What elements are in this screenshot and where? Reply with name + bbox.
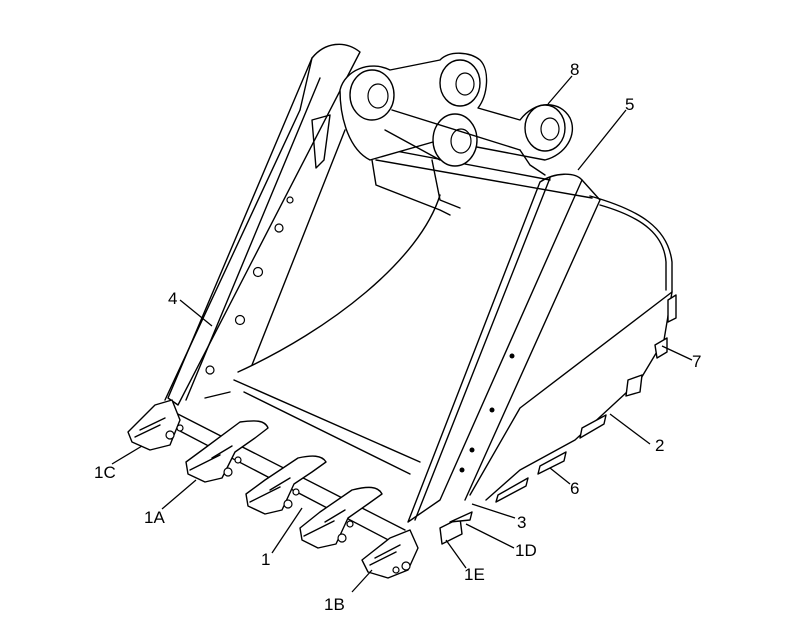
callout-3: 3	[517, 513, 526, 532]
bucket-body	[233, 147, 673, 501]
tooth-1C	[127, 399, 181, 451]
callout-6: 6	[570, 479, 579, 498]
callout-8: 8	[570, 60, 579, 79]
callout-1C: 1C	[94, 463, 116, 482]
right-side-plate	[407, 173, 601, 523]
left-side-plate	[164, 43, 361, 406]
callout-1: 1	[261, 550, 270, 569]
tooth-center	[245, 455, 327, 515]
callout-1B: 1B	[324, 595, 345, 614]
callout-1A: 1A	[144, 508, 165, 527]
tooth-1A	[185, 420, 269, 483]
callout-labels: 8 5 4 7 2 6 3 1D 1E 1B 1 1A 1C	[94, 60, 701, 614]
callout-1D: 1D	[515, 541, 537, 560]
callout-1E: 1E	[464, 565, 485, 584]
callout-4: 4	[168, 289, 177, 308]
leader-lines	[111, 75, 693, 593]
tooth-1B	[361, 529, 419, 579]
linkage-bosses	[339, 52, 573, 216]
callout-2: 2	[655, 436, 664, 455]
callout-7: 7	[692, 352, 701, 371]
adapter-pins	[176, 424, 354, 528]
tooth-right	[299, 486, 383, 549]
callout-5: 5	[625, 95, 634, 114]
side-wear-plates	[439, 294, 677, 545]
